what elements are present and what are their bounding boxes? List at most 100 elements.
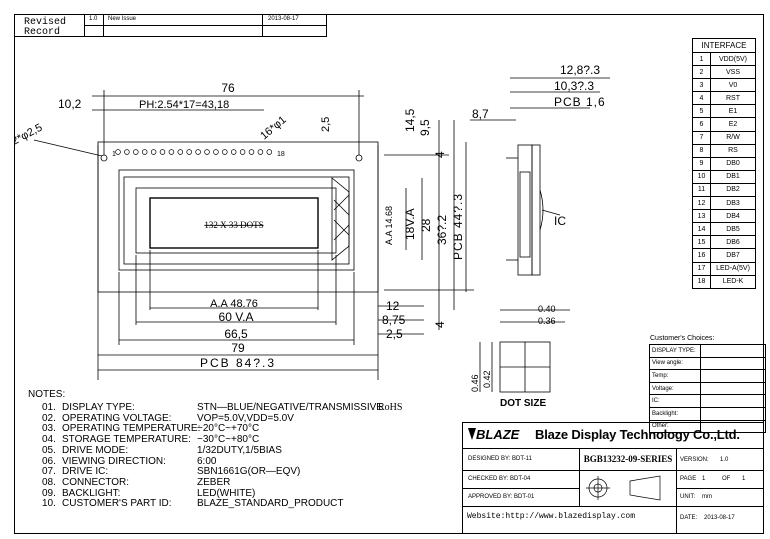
pin-signal: LED-K	[710, 274, 756, 289]
pin-hole	[213, 149, 219, 155]
pin-hole	[124, 149, 130, 155]
dim-height-28: 28	[419, 218, 433, 232]
viewing-area	[135, 187, 337, 254]
dot-size-label: DOT SIZE	[500, 398, 546, 409]
dim-right-8-75: 8,75	[382, 313, 406, 327]
title-block-divider	[462, 448, 764, 449]
bezel-outline	[118, 169, 355, 271]
dim-height-9-5: 9,5	[418, 119, 432, 136]
dim-va-width: 60 V.A	[219, 310, 254, 324]
choice-label: Backlight:	[649, 406, 701, 421]
website: Website:http://www.blazedisplay.com	[467, 512, 636, 521]
dim-aa-height: A.A 14.68	[384, 206, 394, 245]
blaze-logo: BLAZE	[468, 427, 520, 442]
version-label: VERSION:	[680, 457, 709, 463]
side-depth: 10,3?.3	[554, 79, 594, 93]
revision-divider	[84, 25, 327, 26]
pin-signal: LED-A(5V)	[710, 261, 756, 276]
part-number: BGB13232-09-SERIES	[583, 454, 673, 464]
pin-hole	[159, 149, 166, 155]
pin-signal: VSS	[710, 65, 756, 80]
note-label: CONNECTOR:	[62, 476, 130, 488]
pin-signal: R/W	[710, 130, 756, 145]
pin-number: 5	[692, 104, 711, 119]
note-label: BACKLIGHT:	[62, 487, 121, 499]
note-label: DRIVE MODE:	[62, 444, 129, 456]
note-label: OPERATING VOLTAGE:	[62, 412, 172, 424]
dim-edge-4-bottom: 4	[433, 321, 447, 328]
choice-value	[700, 369, 766, 383]
side-pcb: PCB 1,6	[554, 95, 606, 109]
pin-hole	[115, 149, 121, 155]
pin-number: 12	[692, 196, 711, 211]
choice-value	[700, 344, 766, 358]
dim-left-offset: 10,2	[58, 97, 82, 111]
note-number: 05.	[42, 444, 56, 456]
customer-choice-row: DISPLAY TYPE:	[649, 344, 766, 358]
note-number: 07.	[42, 466, 56, 478]
note-value: SBN1661G(OR—EQV)	[197, 466, 301, 478]
customer-choice-row: Temp:	[649, 369, 766, 383]
note-label: CUSTOMER'S PART ID:	[62, 498, 172, 510]
side-view-drawing: 12,8?.3 10,3?.3 PCB 1,6 8,7 IC	[470, 63, 610, 276]
pin-signal: RST	[710, 91, 756, 106]
pin-signal: DB6	[710, 235, 756, 250]
interface-title: INTERFACE	[692, 38, 756, 53]
panel-dots-text: 132 X 33 DOTS	[204, 220, 263, 230]
pin-hole	[195, 149, 201, 155]
choice-label: Temp:	[649, 369, 701, 383]
note-value: −20°C~+70°C	[197, 423, 260, 435]
dot-036: 0.36	[538, 316, 556, 326]
pin-signal: DB0	[710, 156, 756, 171]
of-value: 1	[742, 476, 746, 482]
note-value: BLAZE_STANDARD_PRODUCT	[197, 498, 344, 510]
note-number: 04.	[42, 434, 56, 446]
note-value: 1/32DUTY,1/5BIAS	[197, 444, 282, 456]
mount-hole-right	[355, 154, 363, 162]
pin-number: 2	[692, 65, 711, 80]
svg-text:BLAZE: BLAZE	[476, 427, 520, 442]
dim-pitch: PH:2.54*17=43,18	[139, 99, 229, 111]
front-view-drawing: 76 10,2 PH:2.54*17=43,18 2*φ2,5 16*φ1 2,…	[14, 81, 474, 380]
dim-pin-holes: 16*φ1	[258, 114, 289, 142]
pin-hole	[248, 149, 255, 155]
dot-040: 0.40	[538, 304, 556, 314]
choice-label: DISPLAY TYPE:	[649, 344, 701, 358]
note-extra: RoHS	[378, 402, 403, 413]
pin-hole	[141, 149, 148, 155]
side-ic: IC	[554, 214, 566, 228]
checked-by: CHECKED BY: BDT-04	[468, 476, 531, 482]
customer-choice-row: Voltage:	[649, 381, 766, 396]
note-label: DISPLAY TYPE:	[62, 402, 135, 413]
unit-value: mm	[702, 494, 712, 500]
pin-hole	[204, 149, 210, 155]
title-block-divider	[462, 488, 579, 489]
note-number: 09.	[42, 487, 56, 499]
pin-signal: DB5	[710, 222, 756, 237]
note-value: −30°C~+80°C	[197, 434, 260, 446]
title-block-divider	[579, 448, 580, 506]
pin-number: 6	[692, 117, 711, 132]
pin-number: 18	[692, 274, 711, 289]
pin-signal: RS	[710, 143, 756, 158]
dim-height-36: 36?.2	[435, 215, 449, 245]
pin-hole	[150, 149, 157, 155]
pin-last-label: 18	[277, 151, 285, 158]
pin-number: 8	[692, 143, 711, 158]
drawing-frame	[14, 14, 764, 534]
pin-hole	[186, 149, 192, 155]
pin-hole	[133, 149, 139, 155]
notes-title: NOTES:	[28, 389, 66, 400]
customer-choices-title: Customer's Choices:	[650, 335, 715, 342]
pin-signal: E2	[710, 117, 756, 132]
